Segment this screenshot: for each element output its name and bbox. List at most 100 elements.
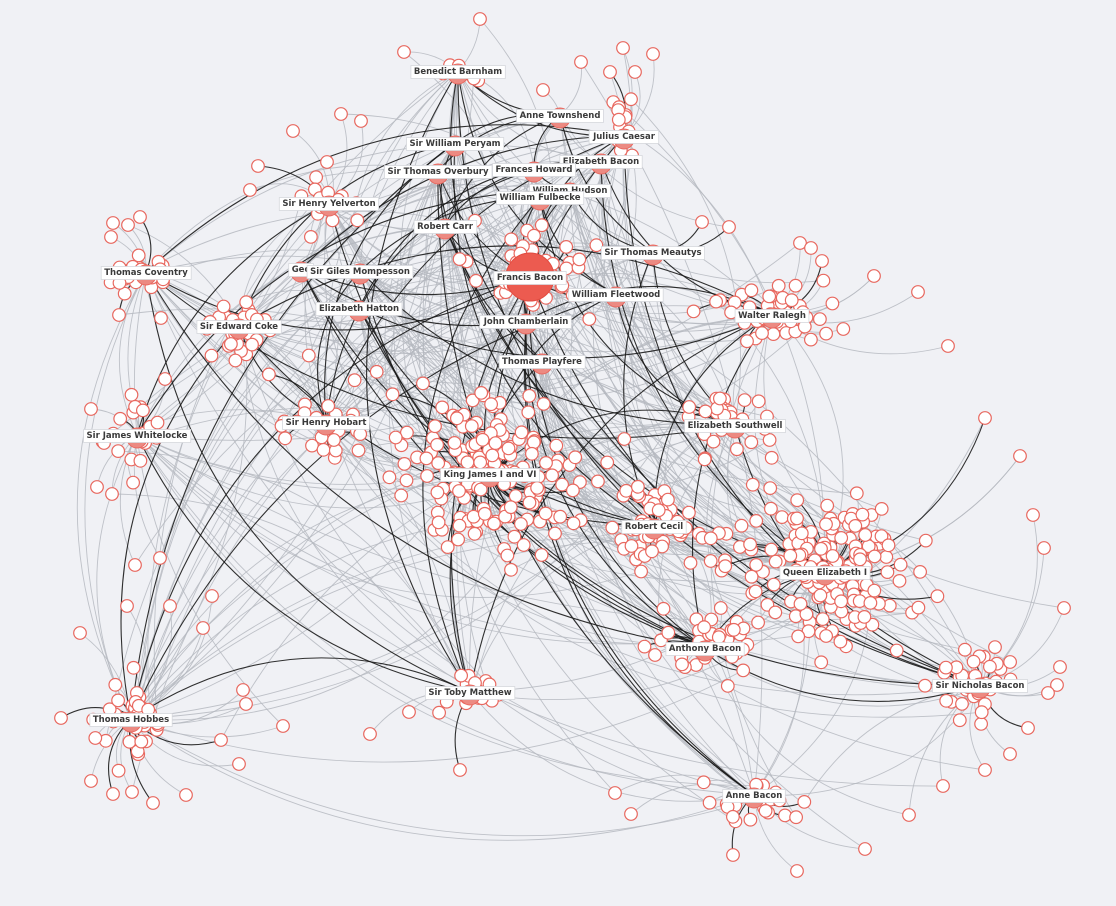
graph-node[interactable] <box>880 565 895 579</box>
graph-node[interactable] <box>589 238 604 253</box>
graph-node[interactable] <box>239 295 254 310</box>
graph-node[interactable] <box>106 787 120 801</box>
graph-node[interactable] <box>978 411 992 425</box>
graph-node[interactable] <box>420 469 435 483</box>
graph-node[interactable] <box>466 509 481 524</box>
graph-node[interactable] <box>452 252 467 267</box>
graph-node[interactable] <box>477 506 492 521</box>
graph-node[interactable] <box>740 334 754 349</box>
graph-node[interactable] <box>108 677 123 692</box>
graph-node[interactable] <box>743 537 757 552</box>
graph-node[interactable] <box>624 92 638 107</box>
graph-node[interactable] <box>350 213 365 228</box>
graph-node[interactable] <box>834 594 848 609</box>
graph-node[interactable] <box>500 548 515 563</box>
graph-node[interactable] <box>113 411 128 426</box>
graph-node[interactable] <box>133 453 148 468</box>
graph-node[interactable] <box>435 400 450 415</box>
graph-node[interactable] <box>73 626 87 640</box>
graph-node[interactable] <box>744 569 759 584</box>
graph-node[interactable] <box>347 373 362 388</box>
graph-node[interactable] <box>848 519 863 533</box>
graph-node[interactable] <box>321 399 336 413</box>
graph-node[interactable] <box>467 526 482 541</box>
graph-node[interactable] <box>451 532 466 547</box>
graph-node[interactable] <box>816 273 831 288</box>
graph-node[interactable] <box>572 252 587 267</box>
graph-node[interactable] <box>304 229 318 244</box>
graph-node[interactable] <box>566 483 580 498</box>
graph-node[interactable] <box>918 533 933 548</box>
graph-node[interactable] <box>939 693 954 708</box>
graph-node[interactable] <box>539 456 553 470</box>
graph-node[interactable] <box>791 629 806 644</box>
graph-node[interactable] <box>911 600 926 615</box>
graph-node[interactable] <box>833 634 848 649</box>
graph-node[interactable] <box>453 763 467 777</box>
graph-node[interactable] <box>682 400 697 414</box>
graph-node[interactable] <box>126 475 141 490</box>
graph-node[interactable] <box>416 376 430 391</box>
graph-node[interactable] <box>836 322 851 336</box>
graph-node[interactable] <box>790 864 804 878</box>
graph-node[interactable] <box>163 599 177 613</box>
graph-node[interactable] <box>223 337 238 351</box>
graph-node[interactable] <box>262 367 276 382</box>
graph-node[interactable] <box>125 785 139 799</box>
graph-node[interactable] <box>790 511 804 526</box>
graph-node[interactable] <box>382 470 397 485</box>
graph-node[interactable] <box>388 430 403 445</box>
graph-node[interactable] <box>111 444 126 459</box>
graph-node[interactable] <box>447 436 462 450</box>
graph-node[interactable] <box>766 577 781 592</box>
graph-node[interactable] <box>440 540 455 554</box>
graph-node[interactable] <box>709 294 723 309</box>
graph-node[interactable] <box>939 660 953 675</box>
graph-node[interactable] <box>522 388 537 403</box>
graph-node[interactable] <box>430 485 445 500</box>
graph-node[interactable] <box>748 584 763 599</box>
graph-node[interactable] <box>605 520 620 535</box>
graph-node[interactable] <box>514 425 529 440</box>
graph-node[interactable] <box>104 230 118 244</box>
graph-node[interactable] <box>874 529 889 543</box>
graph-node[interactable] <box>762 289 777 304</box>
graph-node[interactable] <box>582 312 597 327</box>
graph-node[interactable] <box>849 486 864 501</box>
graph-node[interactable] <box>730 442 744 457</box>
graph-node[interactable] <box>611 112 626 127</box>
graph-node[interactable] <box>789 810 803 825</box>
graph-node[interactable] <box>697 452 712 467</box>
graph-node[interactable] <box>394 488 409 503</box>
graph-node[interactable] <box>90 480 104 494</box>
graph-node[interactable] <box>902 808 916 822</box>
graph-node[interactable] <box>763 481 778 496</box>
graph-node[interactable] <box>734 518 749 533</box>
graph-node[interactable] <box>695 215 709 229</box>
graph-node[interactable] <box>431 456 446 471</box>
graph-node[interactable] <box>228 353 243 368</box>
graph-node[interactable] <box>713 391 727 406</box>
graph-node[interactable] <box>702 795 717 810</box>
graph-node[interactable] <box>488 436 503 451</box>
graph-node[interactable] <box>474 386 489 400</box>
graph-node[interactable] <box>893 557 908 572</box>
graph-node[interactable] <box>608 786 622 800</box>
graph-node[interactable] <box>600 455 615 470</box>
graph-node[interactable] <box>711 630 726 645</box>
graph-node[interactable] <box>799 607 814 621</box>
graph-node[interactable] <box>105 487 119 501</box>
graph-node[interactable] <box>855 507 870 522</box>
graph-node[interactable] <box>686 304 701 319</box>
graph-node[interactable] <box>726 809 740 824</box>
graph-node[interactable] <box>863 596 878 610</box>
graph-node[interactable] <box>111 763 126 778</box>
graph-node[interactable] <box>706 434 721 449</box>
graph-node[interactable] <box>703 554 718 568</box>
graph-node[interactable] <box>153 551 167 565</box>
graph-node[interactable] <box>941 339 955 353</box>
graph-node[interactable] <box>126 660 141 675</box>
graph-node[interactable] <box>819 326 833 341</box>
graph-node[interactable] <box>516 538 531 552</box>
graph-node[interactable] <box>530 481 544 495</box>
